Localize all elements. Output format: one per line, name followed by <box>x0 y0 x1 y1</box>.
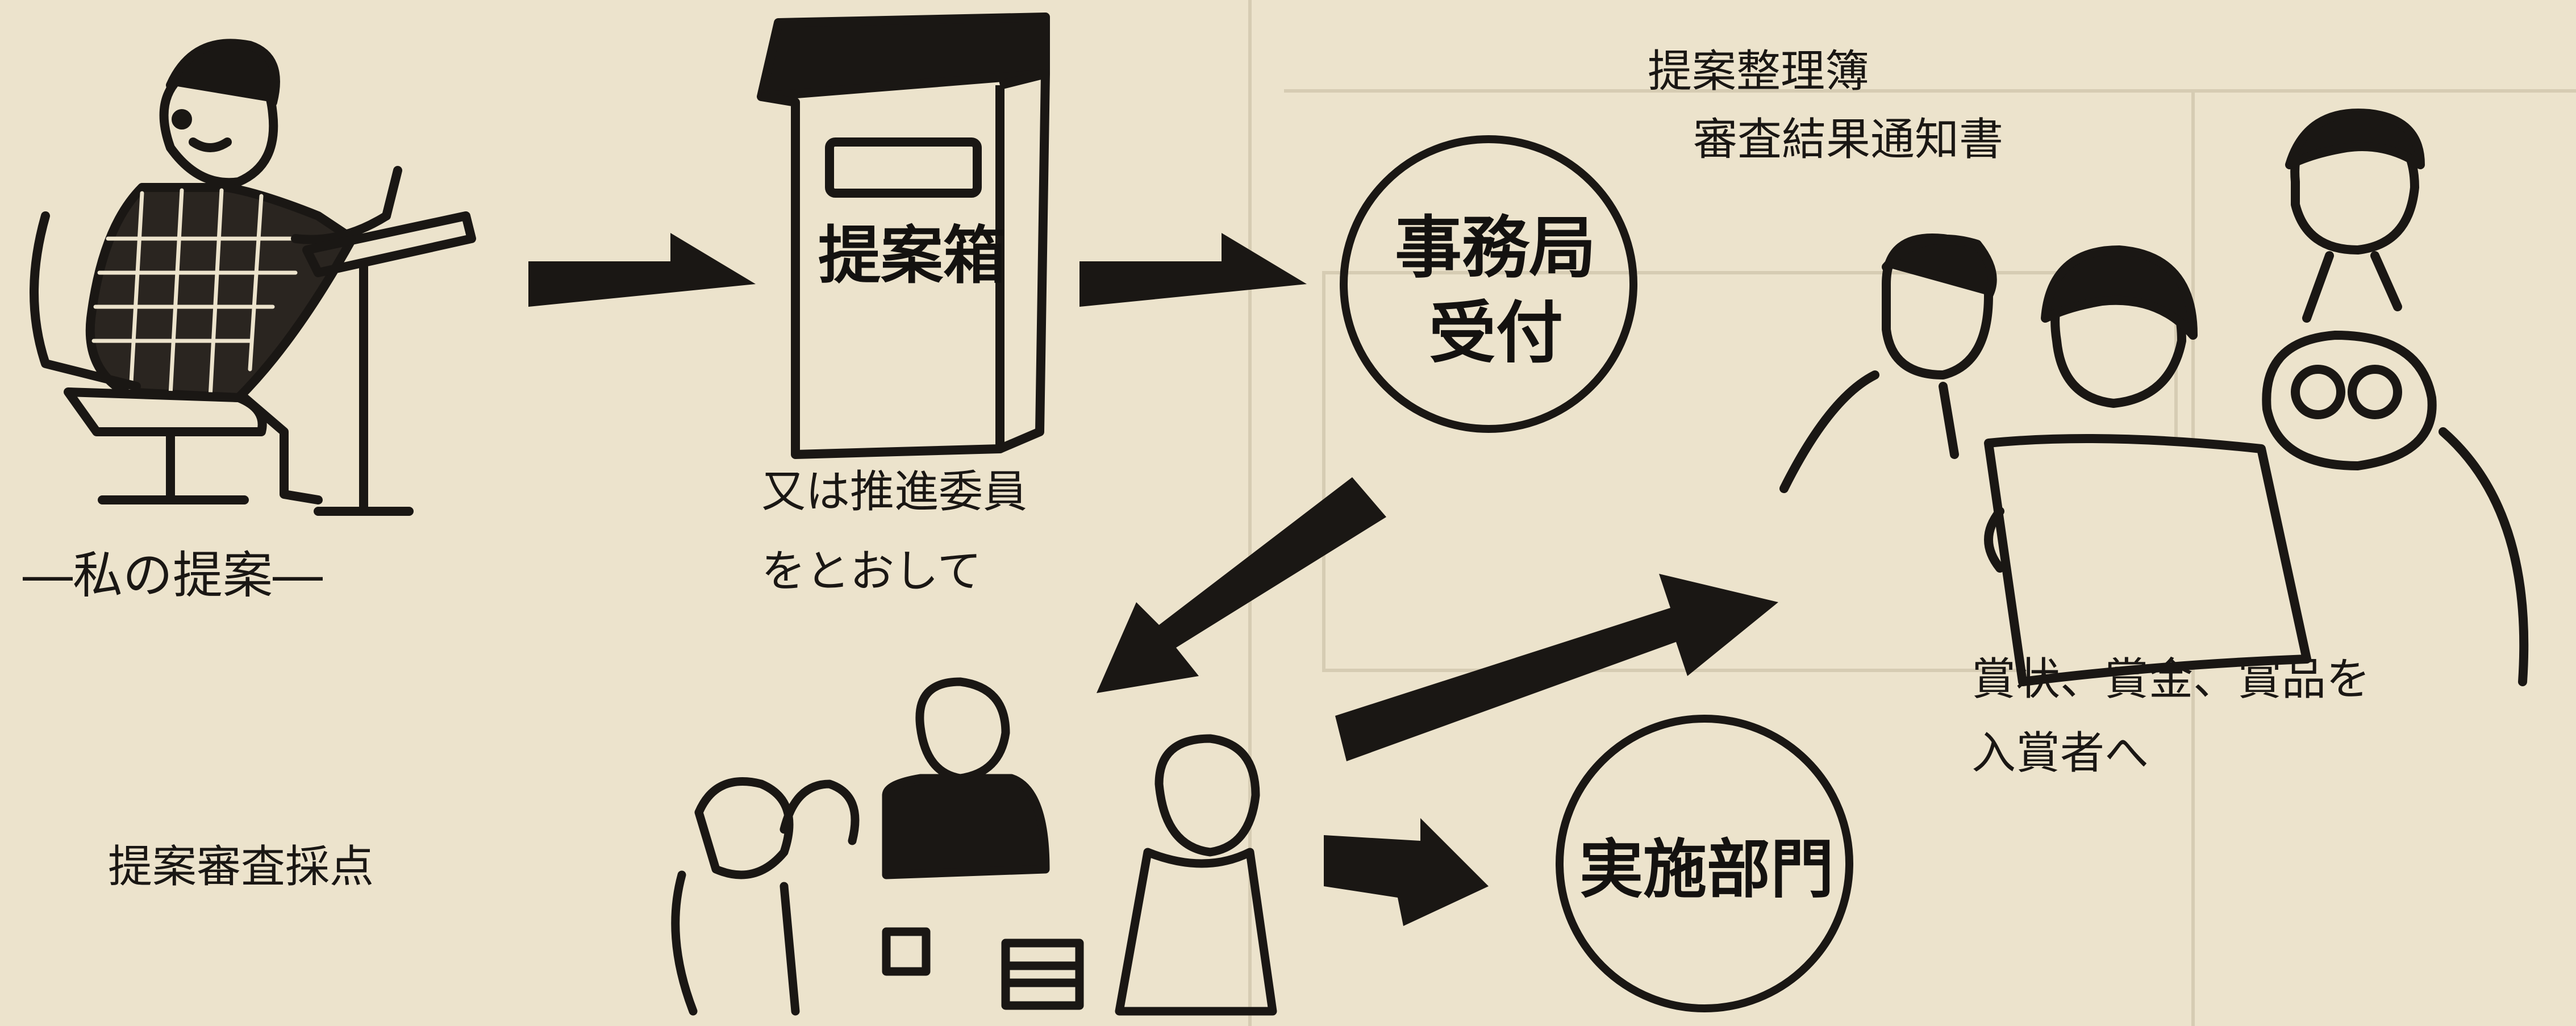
implementation-dept-circle <box>1556 715 1853 1012</box>
secretariat-label-line2: 受付 <box>1429 293 1564 372</box>
implementation-dept-label: 実施部門 <box>1579 832 1834 907</box>
review-scoring-label: 提案審査採点 <box>108 841 374 892</box>
awards-label-line2: 入賞者へ <box>1971 728 2149 779</box>
review-meeting-illustration <box>671 677 1277 1016</box>
flow-arrow-2 <box>1079 233 1307 307</box>
flow-arrow-3 <box>1097 477 1386 693</box>
via-committee-label-line2: をとおして <box>761 546 982 597</box>
flow-arrow-5 <box>1324 818 1489 926</box>
flow-arrow-1 <box>528 233 756 307</box>
secretariat-reception-circle <box>1340 135 1637 433</box>
award-recipients-illustration <box>1779 109 2529 686</box>
secretariat-label-line1: 事務局 <box>1395 208 1597 287</box>
suggestion-box-label: 提案箱 <box>818 219 1006 292</box>
flow-arrow-4 <box>1335 574 1778 761</box>
my-proposal-label: ―私の提案― <box>23 546 323 604</box>
awards-label-line1: 賞状、賞金、賞品を <box>1971 654 2371 705</box>
proposal-registry-label: 提案整理簿 <box>1648 46 1870 97</box>
suggestion-box-illustration <box>757 12 1050 459</box>
via-committee-label-line1: 又は推進委員 <box>761 466 1028 518</box>
result-notice-label: 審査結果通知書 <box>1693 114 2004 165</box>
proposer-at-desk-illustration <box>30 39 476 516</box>
